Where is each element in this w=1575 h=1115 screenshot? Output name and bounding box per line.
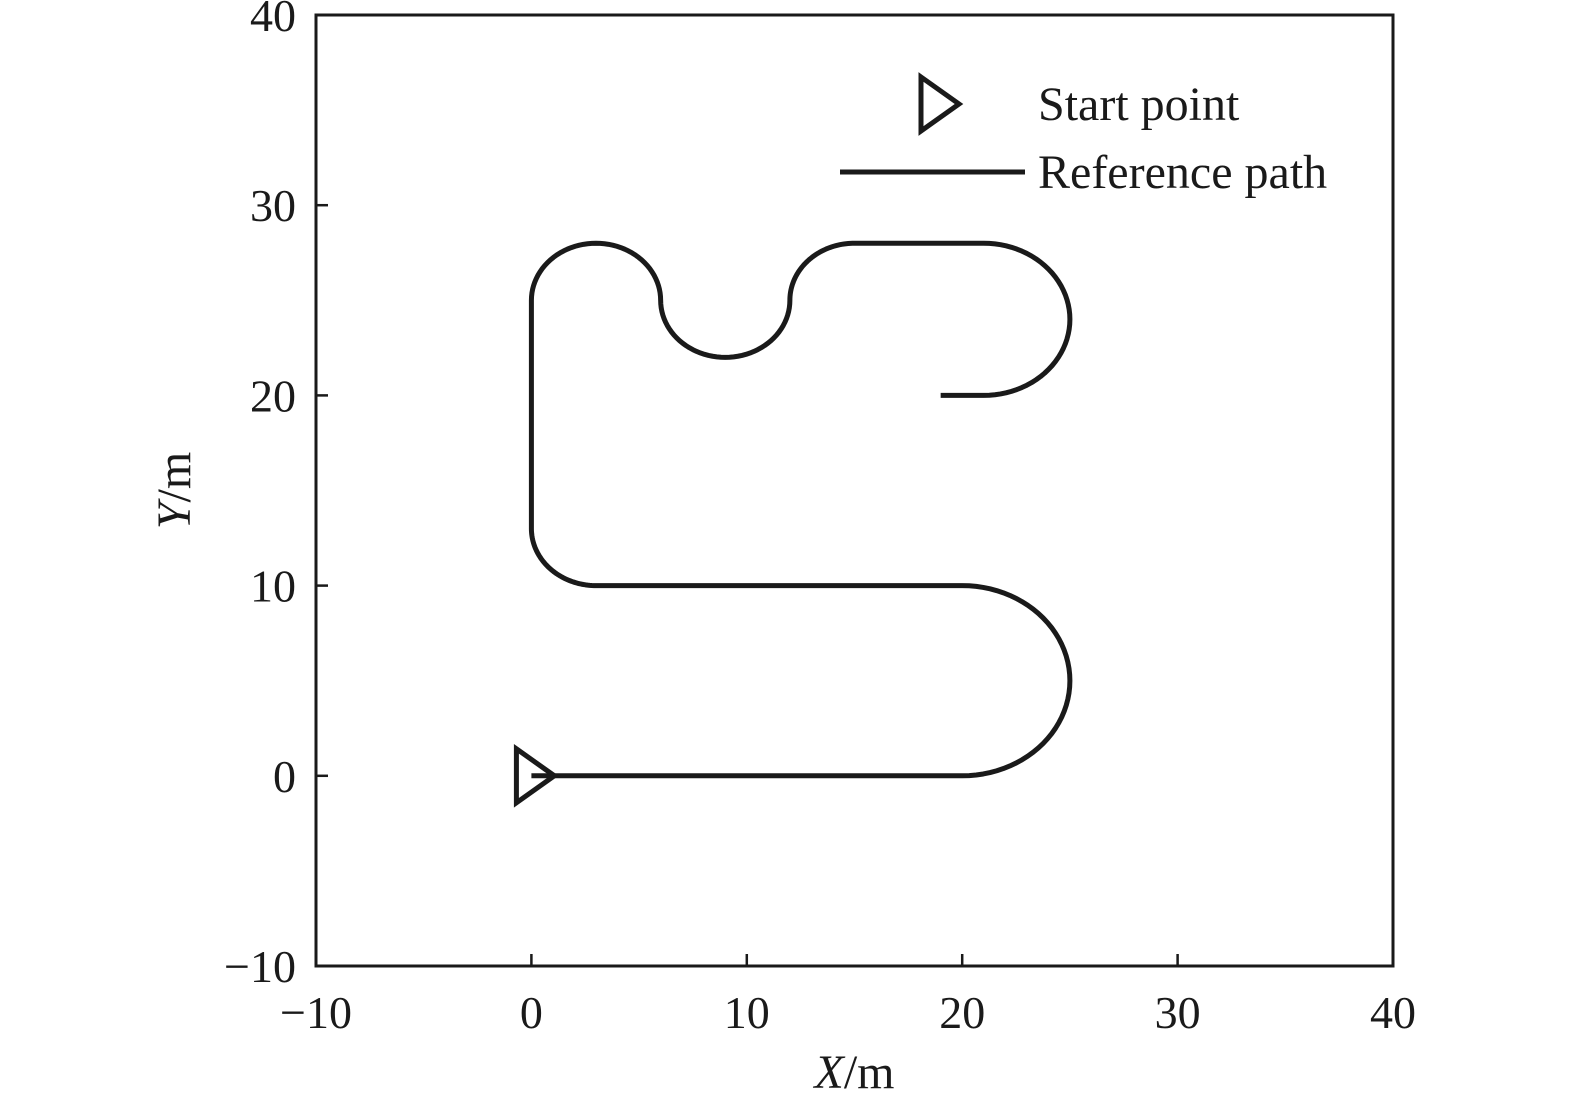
y-tick-label: −10 (224, 941, 296, 992)
x-axis-unit: /m (844, 1046, 895, 1099)
y-axis-var: Y (148, 498, 201, 529)
y-tick-label: 40 (250, 0, 296, 41)
y-tick-label: 10 (250, 561, 296, 612)
x-axis-label: X/m (813, 1046, 895, 1099)
x-tick-label: 20 (939, 987, 985, 1038)
y-tick-label: 30 (250, 180, 296, 231)
legend-start-marker (918, 72, 964, 136)
legend-label: Start point (1038, 78, 1240, 131)
legend-label: Reference path (1038, 146, 1327, 199)
x-tick-label: 10 (724, 987, 770, 1038)
y-axis-label: Y/m (148, 452, 201, 529)
x-tick-label: 30 (1155, 987, 1201, 1038)
y-axis-unit: /m (148, 452, 201, 503)
x-tick-label: 40 (1370, 987, 1416, 1038)
x-tick-label: −10 (280, 987, 352, 1038)
y-tick-label: 20 (250, 370, 296, 421)
reference-path-line (528, 240, 1073, 779)
plot-layer (513, 240, 1073, 808)
start-point-marker (513, 743, 559, 808)
x-axis-var: X (813, 1046, 846, 1099)
x-tick-label: 0 (520, 987, 543, 1038)
y-tick-label: 0 (273, 751, 296, 802)
plot-frame (314, 13, 1395, 968)
